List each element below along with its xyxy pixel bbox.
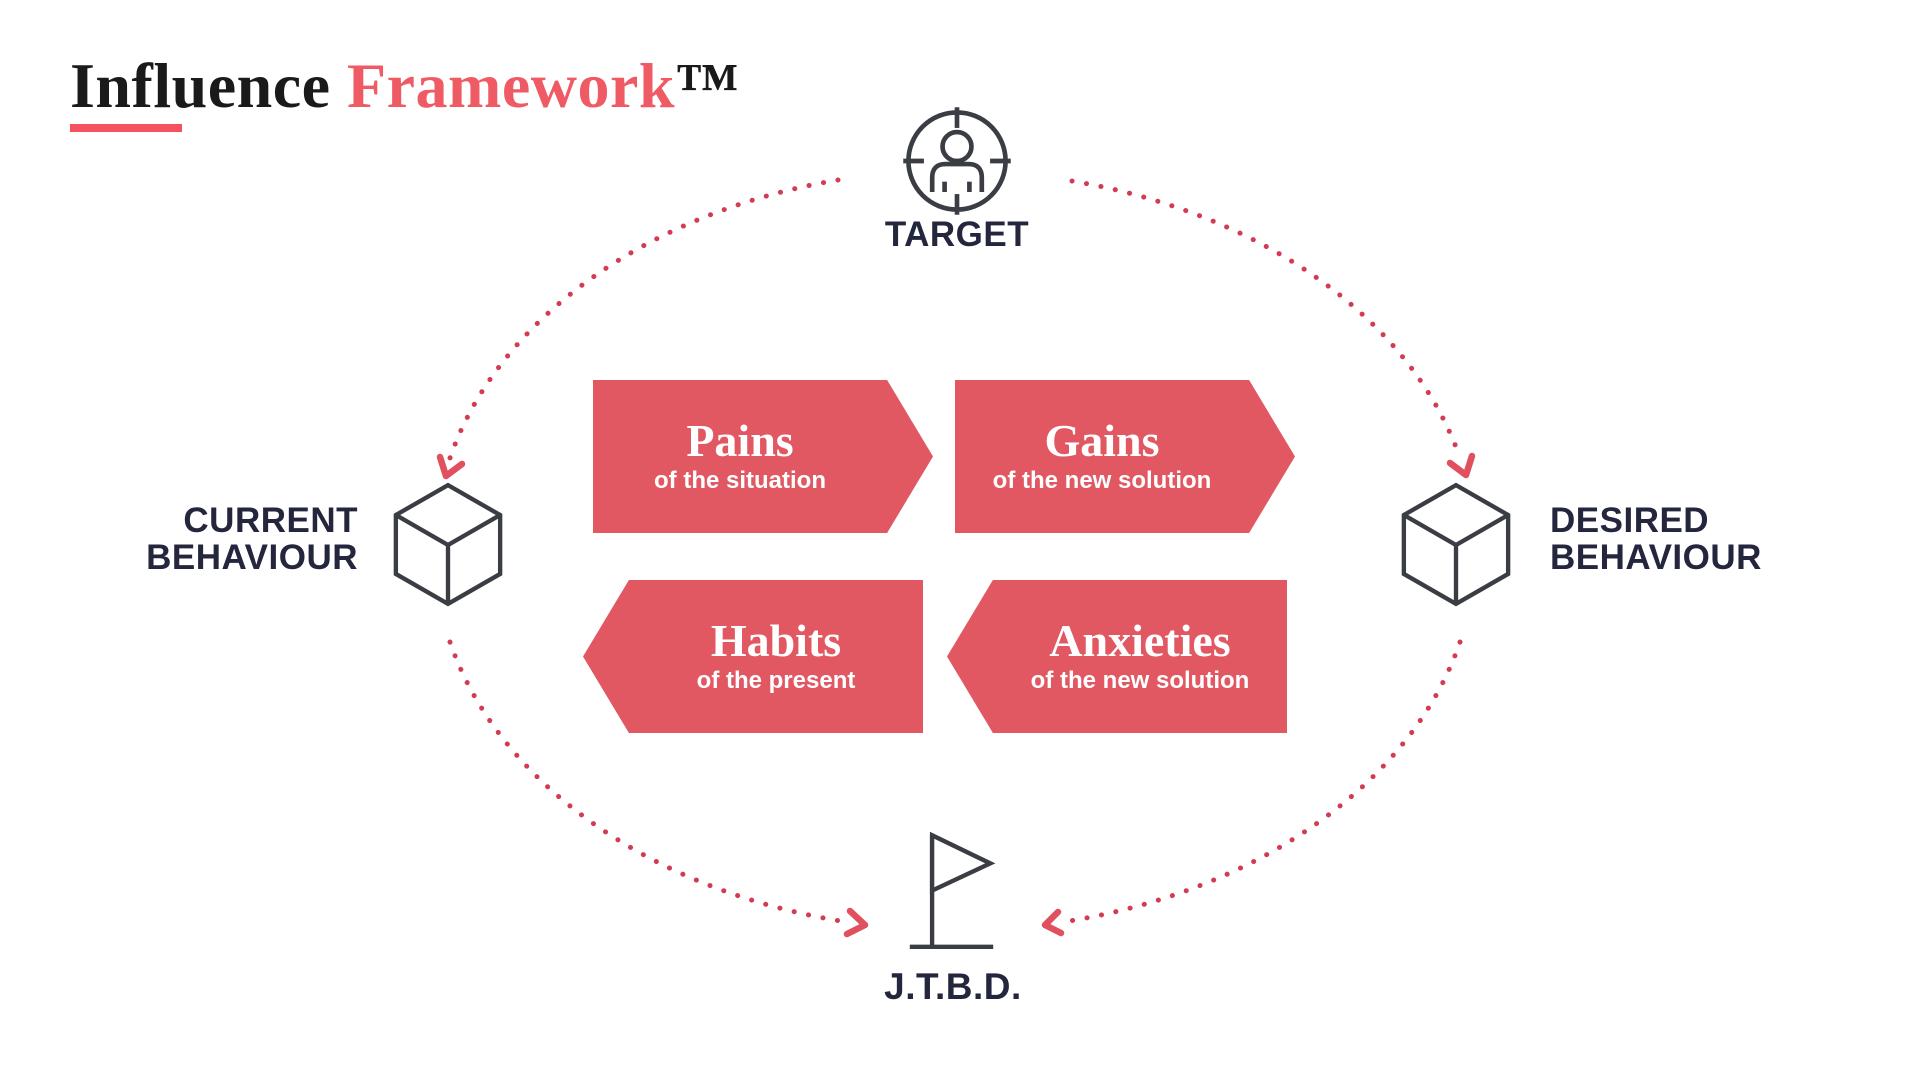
desired-behaviour-cube-icon [1401, 482, 1511, 607]
banner-habits-title: Habits [710, 615, 842, 666]
current-behaviour-label: CURRENT BEHAVIOUR [90, 502, 358, 576]
arc-desired-to-jtbd [1060, 639, 1463, 925]
arrowhead-to-current-icon [436, 453, 466, 480]
current-behaviour-line1: CURRENT [183, 501, 358, 540]
desired-behaviour-line2: BEHAVIOUR [1550, 538, 1762, 577]
arrowhead-to-desired-icon [1446, 452, 1476, 479]
banner-anxieties-title: Anxieties [1049, 615, 1231, 666]
banner-anxieties: Anxieties of the new solution [947, 580, 1287, 733]
current-behaviour-line2: BEHAVIOUR [146, 538, 358, 577]
jtbd-flag-icon [909, 831, 996, 950]
banner-gains-title: Gains [1044, 415, 1160, 466]
banner-gains-subtitle: of the new solution [992, 467, 1212, 494]
arrowhead-to-jtbd-left-icon [843, 907, 869, 938]
banner-habits-subtitle: of the present [696, 667, 856, 694]
title-underline [70, 124, 182, 132]
banner-pains-title: Pains [686, 415, 794, 466]
target-label: TARGET [884, 215, 1030, 254]
title-primary: Influence [70, 50, 331, 121]
jtbd-label: J.T.B.D. [884, 966, 1022, 1007]
banner-habits: Habits of the present [583, 580, 923, 733]
title-accent: Framework [347, 50, 675, 121]
banner-pains-subtitle: of the situation [654, 467, 826, 494]
target-crosshair-person-icon [903, 107, 1011, 215]
arc-current-to-jtbd [447, 639, 850, 925]
trademark-symbol: ™ [674, 50, 740, 121]
page-title: Influence Framework™ [70, 52, 739, 119]
banner-anxieties-subtitle: of the new solution [1030, 667, 1250, 694]
banner-gains: Gains of the new solution [955, 380, 1295, 533]
desired-behaviour-line1: DESIRED [1550, 501, 1710, 540]
arrowhead-to-jtbd-right-icon [1041, 908, 1065, 937]
desired-behaviour-label: DESIRED BEHAVIOUR [1550, 502, 1850, 576]
banner-pains: Pains of the situation [593, 380, 933, 533]
current-behaviour-cube-icon [393, 482, 503, 607]
